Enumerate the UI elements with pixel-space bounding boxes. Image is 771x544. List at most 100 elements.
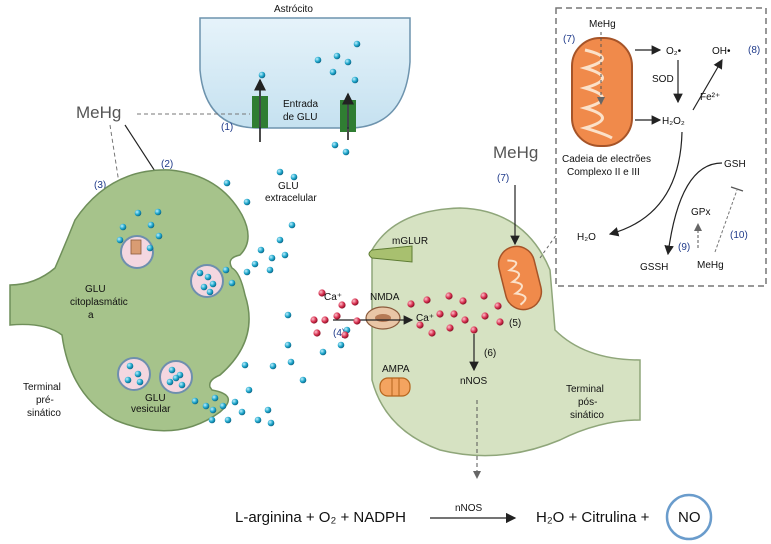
glu-dot <box>281 251 289 259</box>
glu-dot <box>257 246 265 254</box>
mglur-label: mGLUR <box>392 236 428 247</box>
glu-dot <box>204 273 212 281</box>
calcium-dot <box>338 301 346 309</box>
glu-dot <box>211 394 219 402</box>
glu-dot <box>288 221 296 229</box>
nmda-label: NMDA <box>370 292 400 303</box>
presynaptic-terminal <box>9 169 250 432</box>
glu-extracellular-label-1: GLU <box>278 181 299 192</box>
postsynaptic-mitochondrion <box>497 245 543 311</box>
glu-dot <box>134 209 142 217</box>
glu-dot <box>219 402 227 410</box>
glu-dot <box>290 173 298 181</box>
calcium-ions <box>310 289 504 339</box>
calcium-dot <box>353 317 361 325</box>
glu-transporter-left <box>252 78 268 142</box>
glu-molecules <box>116 40 361 427</box>
calcium-dot <box>445 292 453 300</box>
calcium-dot <box>450 310 458 318</box>
glu-vesicular-label-1: GLU <box>145 393 166 404</box>
calcium-dot <box>470 326 478 334</box>
step-5-number: (5) <box>509 318 521 329</box>
glu-entry-label-2: de GLU <box>283 112 317 123</box>
gsh-to-gssh-arrow <box>664 162 723 256</box>
calcium-dot <box>313 329 321 337</box>
mehg-inhibit-gpx-bar <box>730 186 744 192</box>
glu-dot <box>314 56 322 64</box>
glu-dot <box>284 311 292 319</box>
calcium-dot <box>494 302 502 310</box>
h2o-inset-label: H₂O <box>577 232 596 243</box>
presynaptic-label-2: pré- <box>36 395 54 406</box>
equation-reactants: L-arginina + O₂ + NADPH <box>235 509 406 526</box>
mehg-inhibit-gpx-dashed <box>714 189 738 253</box>
postsynaptic-label-2: pós- <box>578 397 597 408</box>
glu-dot <box>268 254 276 262</box>
glu-dot <box>251 260 259 268</box>
calcium-dot <box>496 318 504 326</box>
glu-dot <box>202 402 210 410</box>
presynaptic-label-3: sinático <box>27 408 61 419</box>
glu-dot <box>267 419 275 427</box>
glu-dot <box>154 208 162 216</box>
glu-dot <box>329 68 337 76</box>
glu-dot <box>276 168 284 176</box>
glu-dot <box>166 378 174 386</box>
calcium-dot <box>318 289 326 297</box>
ampa-label: AMPA <box>382 364 410 375</box>
glu-dot <box>124 376 132 384</box>
calcium-dot <box>416 321 424 329</box>
glu-dot <box>172 374 180 382</box>
calcium-dot <box>481 312 489 320</box>
h2o2-to-h2o-arrow <box>608 131 683 237</box>
mglur-receptor <box>368 245 413 263</box>
glu-dot <box>353 40 361 48</box>
inset-mitochondrion <box>571 37 633 147</box>
glu-dot <box>228 279 236 287</box>
electron-chain-label-1: Cadeia de electrões <box>562 154 651 165</box>
glu-dot <box>284 341 292 349</box>
oh-radical-label: OH• <box>712 46 731 57</box>
glu-dot <box>196 269 204 277</box>
glu-dot <box>331 141 339 149</box>
astrocyte-label: Astrócito <box>274 4 313 15</box>
glu-dot <box>337 341 345 349</box>
glu-dot <box>119 223 127 231</box>
glu-dot <box>146 244 154 252</box>
vesicle-2 <box>117 357 151 391</box>
postsynaptic-label-3: sinático <box>570 410 604 421</box>
glu-dot <box>200 283 208 291</box>
glu-dot <box>208 416 216 424</box>
glu-transporter-right <box>340 92 356 140</box>
glu-vesicular-label-2: vesicular <box>131 404 171 415</box>
glu-dot <box>241 361 249 369</box>
calcium-dot <box>351 298 359 306</box>
mehg-mid-label: MeHg <box>493 143 538 162</box>
step-9-number: (9) <box>678 242 690 253</box>
glu-dot <box>351 76 359 84</box>
step-2-number: (2) <box>161 159 173 170</box>
glu-dot <box>287 358 295 366</box>
glu-dot <box>223 179 231 187</box>
calcium-dot <box>461 316 469 324</box>
no-highlight-circle <box>665 493 713 541</box>
presynaptic-label-1: Terminal <box>23 382 61 393</box>
equation-no: NO <box>678 509 701 526</box>
mehg-left-label: MeHg <box>76 103 121 122</box>
fe-label: Fe²⁺ <box>700 92 720 103</box>
glu-entry-label-1: Entrada <box>283 99 318 110</box>
mehg-inhibit-dashed <box>109 124 126 223</box>
glu-dot <box>155 232 163 240</box>
glu-cyto-label-3: a <box>88 310 94 321</box>
calcium-dot <box>446 324 454 332</box>
glu-dot <box>245 386 253 394</box>
glu-dot <box>276 236 284 244</box>
mito-to-inset-dashed <box>539 189 589 259</box>
glu-dot <box>231 398 239 406</box>
step-3-number: (3) <box>94 180 106 191</box>
glu-dot <box>209 406 217 414</box>
gssh-label: GSSH <box>640 262 668 273</box>
glu-dot <box>116 236 124 244</box>
glu-dot <box>254 416 262 424</box>
cytoplasmic-vesicle <box>120 235 154 269</box>
